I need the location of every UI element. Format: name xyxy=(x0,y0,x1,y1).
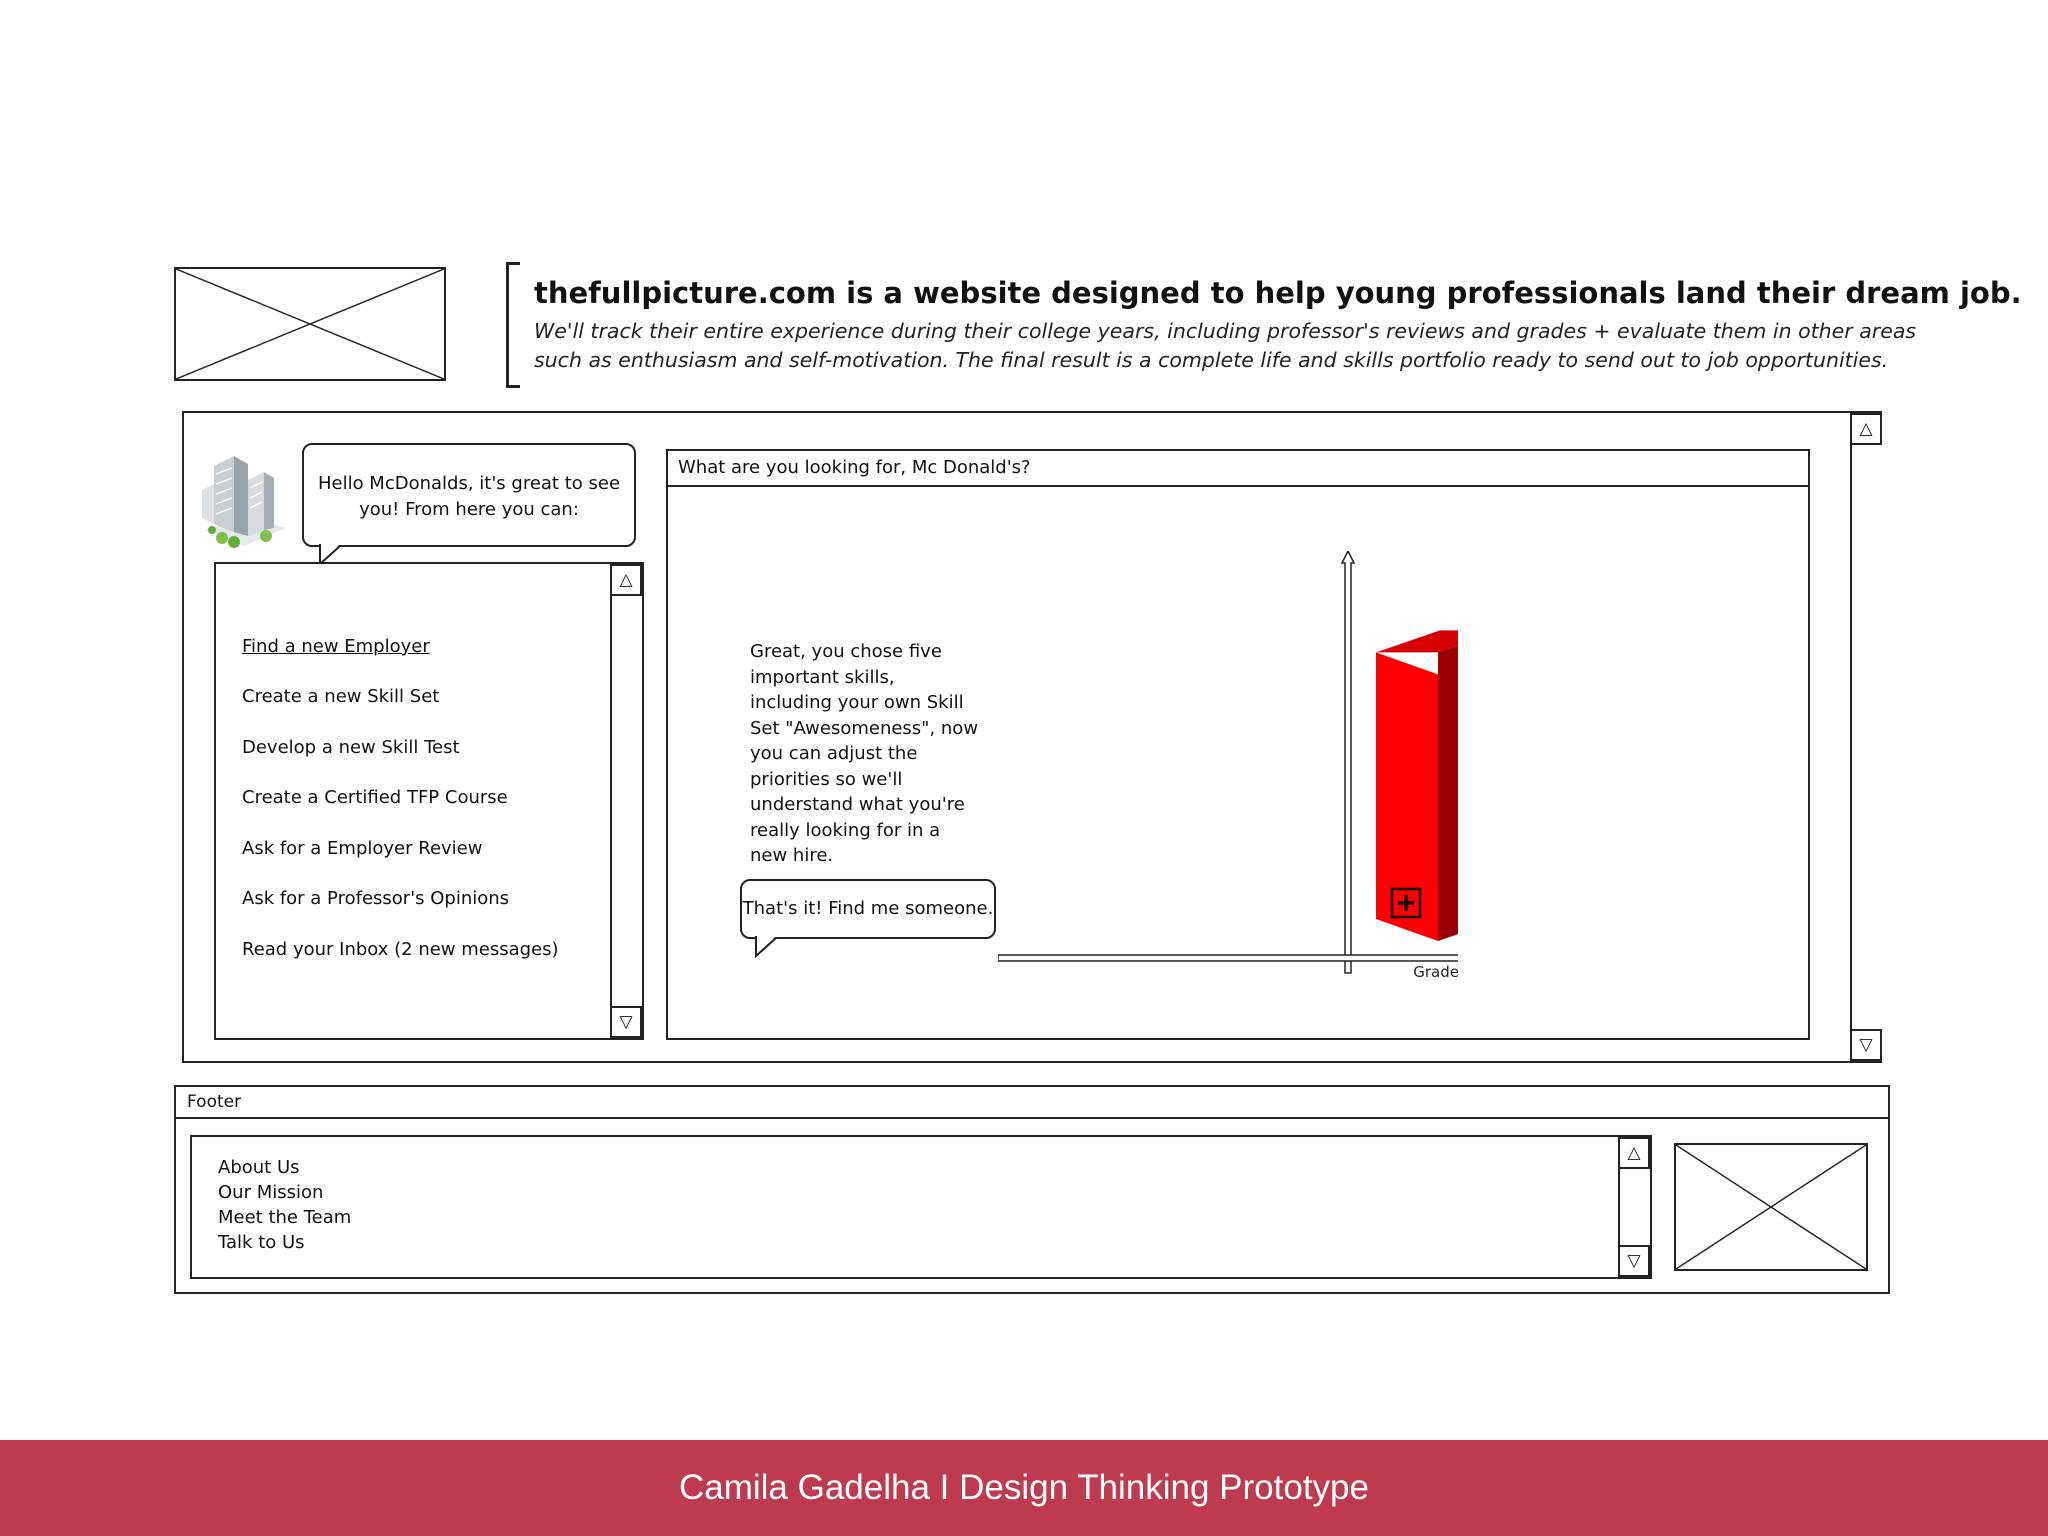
footer-scrollbar[interactable]: △ ▽ xyxy=(1618,1137,1650,1277)
menu-item-create-skill-set[interactable]: Create a new Skill Set xyxy=(242,686,440,707)
main-content-frame: △ ▽ xyxy=(182,411,1882,1063)
menu-scroll-down-button[interactable]: ▽ xyxy=(610,1006,642,1038)
menu-item-create-course[interactable]: Create a Certified TFP Course xyxy=(242,787,508,808)
find-someone-button[interactable]: That's it! Find me someone. xyxy=(740,879,996,939)
main-scrollbar[interactable]: △ ▽ xyxy=(1850,413,1882,1061)
presentation-banner: Camila Gadelha I Design Thinking Prototy… xyxy=(0,1440,2048,1536)
action-menu: Find a new Employer Create a new Skill S… xyxy=(214,562,644,1040)
greeting-text: Hello McDonalds, it's great to see you! … xyxy=(317,473,621,520)
footer-link-contact[interactable]: Talk to Us xyxy=(218,1232,305,1253)
x-axis-arrow xyxy=(998,954,1458,962)
find-someone-bubble-tail xyxy=(755,936,777,958)
tick-label-grades: Grades xyxy=(1413,963,1458,981)
page-headline: thefullpicture.com is a website designed… xyxy=(534,276,2022,310)
footer-link-mission[interactable]: Our Mission xyxy=(218,1182,324,1203)
greeting-bubble: Hello McDonalds, it's great to see you! … xyxy=(302,443,636,547)
menu-item-professor-opinions[interactable]: Ask for a Professor's Opinions xyxy=(242,888,510,909)
menu-item-develop-skill-test[interactable]: Develop a new Skill Test xyxy=(242,737,460,758)
footer-scroll-up-button[interactable]: △ xyxy=(1618,1137,1650,1169)
bar-grades xyxy=(1376,652,1438,941)
logo-placeholder xyxy=(174,267,446,381)
footer-link-about[interactable]: About Us xyxy=(218,1157,300,1178)
priority-chart: GradesEnthusiasmMotivationAwesomenessTru… xyxy=(998,551,1458,981)
main-scroll-down-button[interactable]: ▽ xyxy=(1850,1029,1882,1061)
menu-item-find-employer[interactable]: Find a new Employer xyxy=(242,636,430,657)
footer-links-box: About Us Our Mission Meet the Team Talk … xyxy=(190,1135,1652,1279)
menu-scrollbar[interactable]: △ ▽ xyxy=(610,564,642,1038)
building-icon xyxy=(198,438,292,550)
y-axis-arrow xyxy=(1340,551,1356,974)
bar-side-grades xyxy=(1438,645,1458,941)
panel-description: Great, you chose five important skills, … xyxy=(750,641,979,866)
footer-image-placeholder xyxy=(1674,1143,1868,1271)
plus-box-icon xyxy=(1390,887,1422,919)
menu-scroll-up-button[interactable]: △ xyxy=(610,564,642,596)
menu-item-inbox[interactable]: Read your Inbox (2 new messages) xyxy=(242,939,559,960)
panel-title: What are you looking for, Mc Donald's? xyxy=(668,451,1808,487)
header-bracket xyxy=(506,262,520,388)
footer-link-team[interactable]: Meet the Team xyxy=(218,1207,352,1228)
footer-scroll-down-button[interactable]: ▽ xyxy=(1618,1245,1650,1277)
bar-top-grades xyxy=(1376,630,1458,653)
footer: Footer About Us Our Mission Meet the Tea… xyxy=(174,1085,1890,1294)
skills-panel: What are you looking for, Mc Donald's? G… xyxy=(666,449,1810,1040)
footer-title: Footer xyxy=(176,1087,1888,1119)
menu-item-employer-review[interactable]: Ask for a Employer Review xyxy=(242,838,483,859)
page-subline: We'll track their entire experience duri… xyxy=(534,319,1917,372)
main-scroll-up-button[interactable]: △ xyxy=(1850,413,1882,445)
